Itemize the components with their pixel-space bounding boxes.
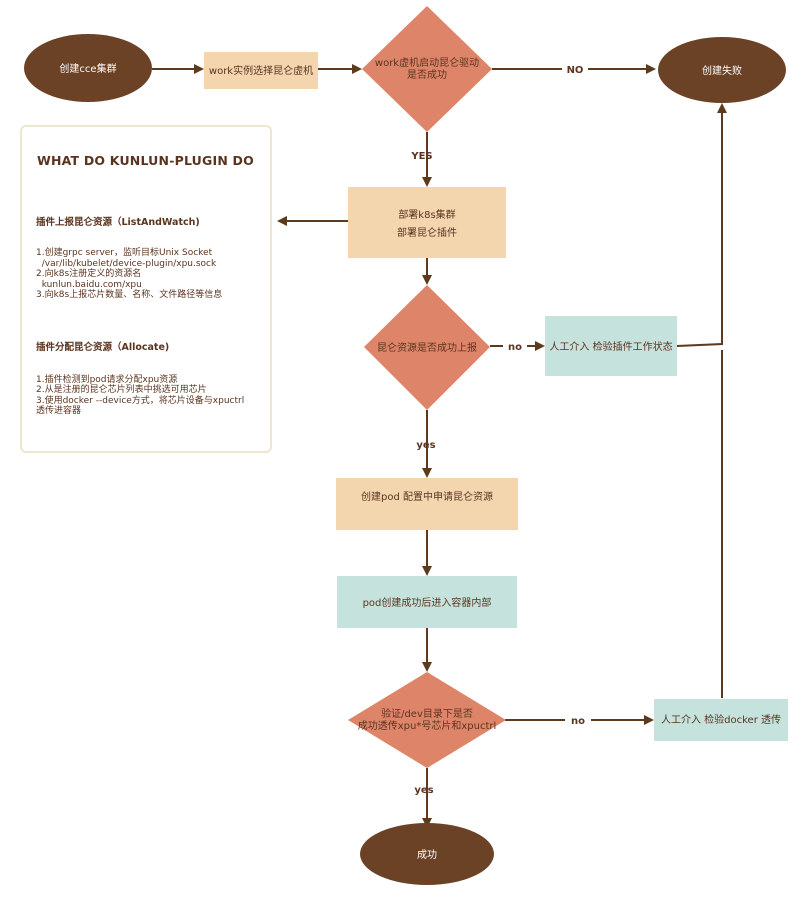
edge-label-no-lower-1: no bbox=[508, 342, 522, 353]
success-label: 成功 bbox=[417, 849, 437, 861]
driver-check-label-2: 是否成功 bbox=[407, 69, 447, 81]
edge-label-no-lower-2: no bbox=[571, 716, 585, 727]
edge-label-no-upper: NO bbox=[567, 65, 584, 76]
create-cluster-label: 创建cce集群 bbox=[59, 62, 116, 75]
section-listandwatch-line: 2.向k8s注册定义的资源名 bbox=[36, 269, 142, 279]
section-listandwatch-line: 3.向k8s上报芯片数量、名称、文件路径等信息 bbox=[36, 290, 223, 300]
edge-label-yes-lower-1: yes bbox=[416, 440, 435, 451]
verify-dev-label-2: 成功透传xpu*号芯片和xpuctrl bbox=[358, 719, 497, 732]
section-listandwatch-line: kunlun.baidu.com/xpu bbox=[36, 279, 142, 290]
create-pod-label: 创建pod 配置中申请昆仑资源 bbox=[361, 490, 493, 503]
enter-container-label: pod创建成功后进入容器内部 bbox=[363, 596, 492, 609]
deploy-label-2: 部署昆仑插件 bbox=[397, 226, 457, 239]
node-create-failed: 创建失败 bbox=[658, 37, 786, 103]
manual-docker-label: 人工介入 检验docker 透传 bbox=[661, 713, 781, 726]
node-enter-container: pod创建成功后进入容器内部 bbox=[337, 576, 517, 628]
section-allocate-title: 插件分配昆仑资源（Allocate) bbox=[36, 341, 170, 353]
driver-check-label-1: work虚机启动昆仑驱动 bbox=[375, 56, 479, 69]
select-vm-label: work实例选择昆仑虚机 bbox=[209, 64, 313, 77]
node-driver-check: work虚机启动昆仑驱动 是否成功 bbox=[362, 6, 492, 132]
edge-manual-to-failed-1 bbox=[676, 103, 727, 347]
section-listandwatch-line: /var/lib/kubelet/device-plugin/xpu.sock bbox=[36, 258, 217, 269]
edge-label-yes-upper: YES bbox=[410, 151, 432, 162]
node-resource-check: 昆仑资源是否成功上报 bbox=[364, 285, 490, 410]
create-failed-label: 创建失败 bbox=[702, 64, 742, 77]
panel-title: WHAT DO KUNLUN-PLUGIN DO bbox=[37, 153, 254, 168]
section-listandwatch-title: 插件上报昆仑资源（ListAndWatch) bbox=[36, 217, 200, 228]
resource-check-label: 昆仑资源是否成功上报 bbox=[377, 341, 477, 354]
node-success: 成功 bbox=[360, 823, 494, 885]
section-listandwatch-line: 1.创建grpc server，监听目标Unix Socket bbox=[36, 248, 213, 258]
section-allocate-line: 2.从是注册的昆仑芯片列表中挑选可用芯片 bbox=[36, 385, 207, 395]
node-manual-plugin: 人工介入 检验插件工作状态 bbox=[545, 316, 677, 376]
node-manual-docker: 人工介入 检验docker 透传 bbox=[654, 699, 788, 741]
manual-plugin-label: 人工介入 检验插件工作状态 bbox=[549, 340, 672, 353]
node-select-vm: work实例选择昆仑虚机 bbox=[204, 52, 318, 89]
deploy-label-1: 部署k8s集群 bbox=[398, 208, 455, 221]
edge-label-yes-lower-2: yes bbox=[414, 785, 433, 796]
verify-dev-label-1: 验证/dev目录下是否 bbox=[381, 707, 473, 720]
section-allocate-line: 3.使用docker --device方式，将芯片设备与xpuctrl bbox=[36, 395, 245, 406]
node-create-pod: 创建pod 配置中申请昆仑资源 bbox=[336, 478, 518, 530]
section-allocate-line: 透传进容器 bbox=[36, 406, 82, 416]
node-verify-dev: 验证/dev目录下是否 成功透传xpu*号芯片和xpuctrl bbox=[348, 672, 506, 768]
node-deploy: 部署k8s集群 部署昆仑插件 bbox=[348, 187, 506, 258]
kunlun-plugin-info-panel: WHAT DO KUNLUN-PLUGIN DO 插件上报昆仑资源（ListAn… bbox=[20, 125, 272, 453]
node-create-cluster: 创建cce集群 bbox=[24, 34, 152, 102]
section-allocate-line: 1.插件检测到pod请求分配xpu资源 bbox=[36, 374, 178, 385]
